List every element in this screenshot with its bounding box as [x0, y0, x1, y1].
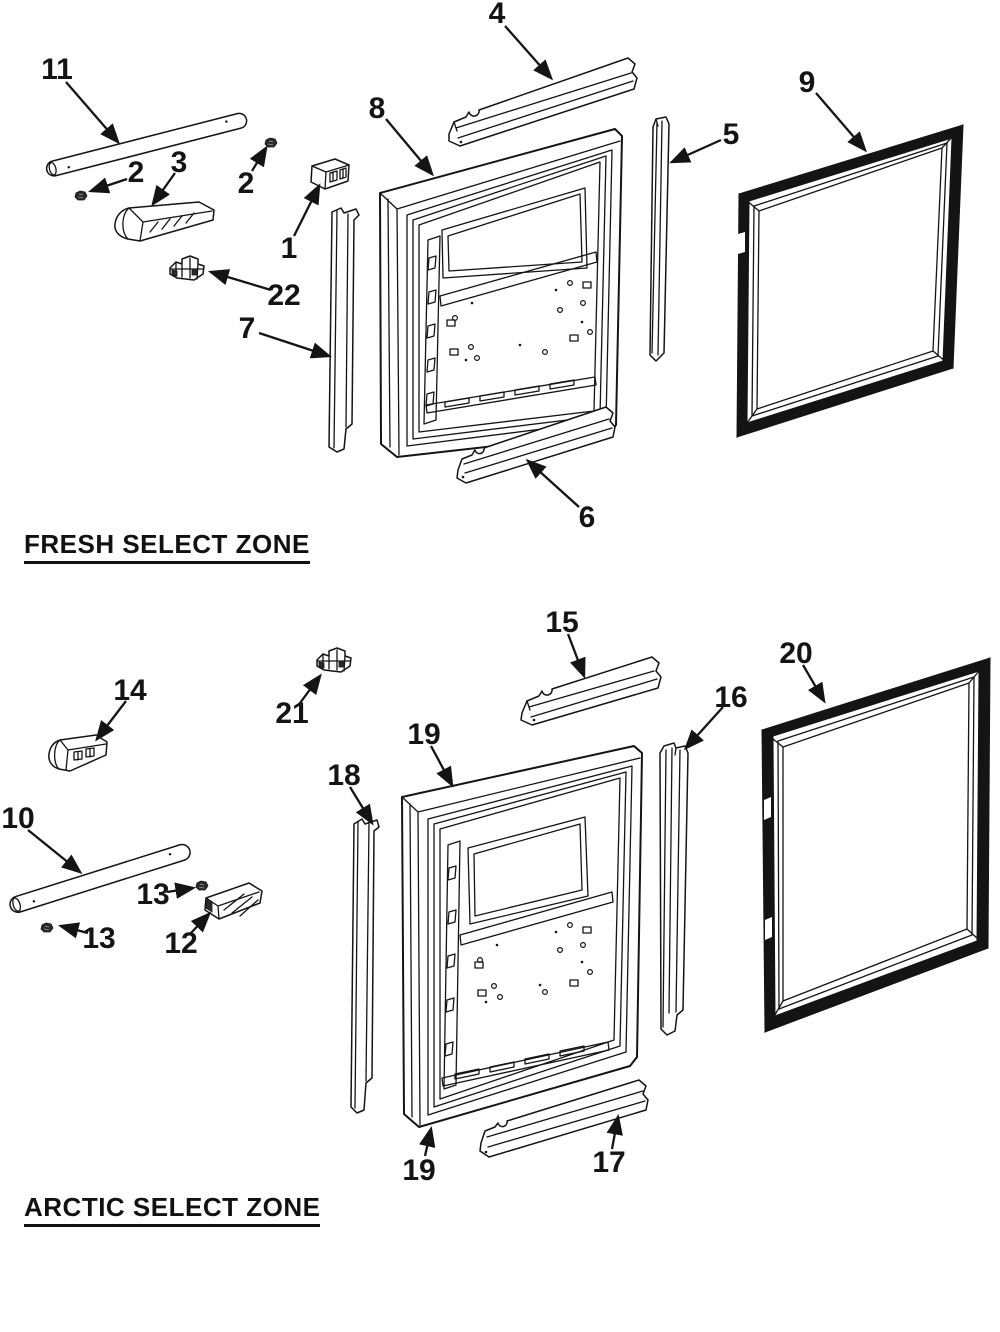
callout-15-label: 15 — [545, 606, 578, 639]
callout-13-arrow — [166, 882, 197, 899]
callout-7-arrow — [258, 331, 332, 359]
callout-13-arrow — [57, 922, 89, 939]
callout-22-arrow — [208, 269, 272, 292]
callout-4-arrow — [504, 25, 554, 81]
callout-2-label: 2 — [238, 167, 255, 200]
fresh-select-zone-title: FRESH SELECT ZONE — [24, 529, 310, 564]
callout-9-label: 9 — [799, 66, 816, 99]
callout-1-arrow — [292, 183, 321, 237]
callout-4-label: 4 — [489, 0, 506, 30]
callout-9-arrow — [815, 92, 868, 153]
callout-18-label: 18 — [327, 759, 360, 792]
part-5-side-trim-right — [649, 116, 670, 362]
part-21-connector — [316, 647, 352, 673]
part-3-handle-endcap — [114, 201, 215, 242]
part-7-side-trim-left — [328, 207, 360, 453]
callout-21-arrow — [299, 673, 322, 704]
callout-2-arrow — [249, 145, 268, 172]
callout-12-label: 12 — [164, 927, 197, 960]
callout-17-label: 17 — [592, 1146, 625, 1179]
callouts-arctic-select-zone: 15 21 14 20 16 19 18 10 13 12 13 19 17 — [1, 606, 826, 1187]
callout-5-label: 5 — [723, 118, 740, 151]
callout-19-arrow — [419, 1125, 436, 1157]
callout-2-arrow — [88, 177, 128, 194]
part-4-top-trim — [448, 57, 638, 147]
part-12-handle-bracket — [204, 882, 263, 920]
callout-21-label: 21 — [275, 697, 308, 730]
part-17-bottom-trim — [479, 1079, 649, 1158]
callout-20-arrow — [802, 664, 826, 704]
part-15-top-trim — [520, 656, 662, 726]
part-13-nut-lower — [40, 922, 54, 933]
callout-1-label: 1 — [281, 232, 298, 265]
part-13-nut-upper — [195, 880, 209, 891]
callout-13-label: 13 — [82, 922, 115, 955]
part-14-handle-endcap — [48, 734, 108, 772]
callout-18-arrow — [349, 786, 374, 826]
callout-12-arrow — [189, 911, 212, 935]
part-11-handle-tube — [45, 112, 248, 177]
callout-10-arrow — [27, 829, 83, 874]
callout-20-label: 20 — [779, 637, 812, 670]
callout-8-label: 8 — [369, 92, 386, 125]
callout-15-arrow — [566, 633, 586, 679]
part-16-side-trim-right — [659, 742, 689, 1036]
callout-6-label: 6 — [579, 501, 596, 534]
callout-11-arrow — [65, 81, 121, 145]
callout-19-label: 19 — [407, 718, 440, 751]
callout-16-label: 16 — [714, 681, 747, 714]
callout-14-arrow — [95, 700, 127, 742]
part-22-connector — [169, 255, 205, 281]
callout-22-label: 22 — [267, 279, 300, 312]
arctic-select-zone-title: ARCTIC SELECT ZONE — [24, 1192, 321, 1227]
part-19-door-panel — [401, 745, 643, 1128]
part-8-door-panel — [379, 128, 623, 458]
callout-3-arrow — [151, 172, 176, 207]
part-10-handle-tube — [9, 843, 191, 913]
callout-10-label: 10 — [1, 802, 34, 835]
part-6-bottom-trim — [456, 406, 616, 484]
part-2-nut-left — [74, 190, 88, 201]
callout-17-arrow — [606, 1113, 623, 1150]
part-20-door-gasket — [761, 657, 991, 1033]
callout-16-arrow — [683, 706, 724, 751]
part-18-side-trim-left — [350, 818, 380, 1114]
callout-3-label: 3 — [171, 146, 188, 179]
callout-5-arrow — [669, 138, 722, 164]
callout-14-label: 14 — [113, 674, 147, 707]
callout-6-arrow — [525, 458, 580, 508]
part-2-nut-right — [264, 137, 278, 148]
callout-11-label: 11 — [41, 53, 73, 86]
callout-2-label: 2 — [128, 156, 145, 189]
callout-7-label: 7 — [239, 312, 256, 345]
callout-8-arrow — [385, 118, 434, 177]
part-1-endcap — [310, 158, 350, 190]
callout-19-label: 19 — [402, 1154, 435, 1187]
callout-13-label: 13 — [136, 878, 169, 911]
part-9-door-gasket — [736, 124, 964, 438]
callout-19-arrow — [429, 745, 454, 788]
